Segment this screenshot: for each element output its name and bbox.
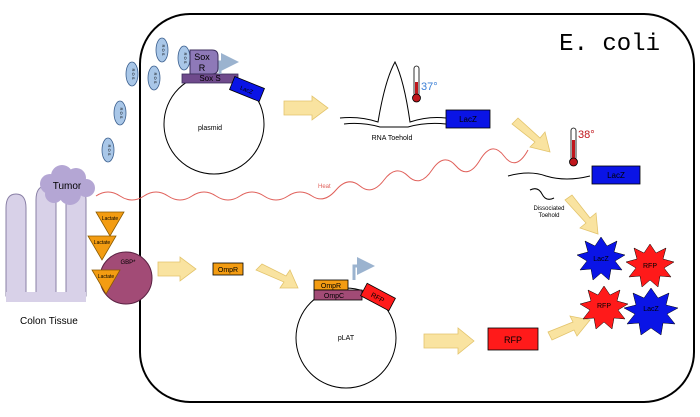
svg-text:R O S: R O S	[183, 53, 188, 64]
svg-text:R O S: R O S	[161, 45, 166, 56]
lactate-molecule-bound: Lactate	[91, 269, 121, 295]
rfp-product-label: RFP	[504, 335, 522, 345]
plat-plasmid-label: pLAT	[338, 335, 355, 342]
temp-37-label: 37°	[421, 81, 438, 93]
svg-text:Lactate: Lactate	[98, 274, 115, 280]
svg-text:RFP: RFP	[643, 263, 657, 270]
process-arrow	[157, 256, 197, 282]
svg-text:R O S: R O S	[107, 145, 112, 156]
dissociated-label-1: Dissociated	[533, 206, 564, 212]
svg-text:RFP: RFP	[597, 303, 611, 310]
ros-molecule: R O S	[113, 100, 127, 126]
ros-molecule: R O S	[155, 37, 169, 63]
lacz-toehold-label: LacZ	[459, 115, 477, 124]
soxr-label-1: Sox	[194, 52, 210, 62]
sox-promoter-arrow	[218, 53, 239, 74]
rfp-product-block	[487, 327, 539, 351]
process-arrow	[511, 117, 551, 153]
lactate-molecule: Lactate	[95, 211, 125, 237]
lacz-output-star: LacZ	[576, 236, 626, 281]
svg-text:Lactate: Lactate	[102, 216, 119, 222]
rna-toehold-label: RNA Toehold	[372, 135, 413, 142]
dissociated-label-2: Toehold	[538, 213, 559, 219]
ompr-protein	[212, 262, 244, 276]
ecoli-cell-membrane	[139, 13, 695, 403]
svg-text:R O S: R O S	[153, 73, 158, 84]
thermometer-icon	[569, 127, 578, 167]
rfp-gene-block	[360, 282, 396, 312]
process-arrow	[423, 327, 475, 355]
ecoli-title: E. coli	[559, 31, 660, 58]
ompc-label: OmpC	[324, 293, 344, 300]
ros-molecule-bound: R O S	[177, 45, 191, 71]
soxs-label: Sox S	[199, 74, 220, 83]
tumor-cloud	[40, 165, 95, 205]
dissociated-strand	[507, 172, 591, 180]
svg-text:R O S: R O S	[131, 69, 136, 80]
rfp-output-star: RFP	[625, 243, 675, 288]
villus-base	[6, 292, 86, 302]
ompr-free-label: OmpR	[218, 267, 238, 274]
svg-text:LacZ: LacZ	[593, 256, 609, 263]
heat-wave	[95, 148, 529, 201]
ros-molecule: R O S	[101, 137, 115, 163]
ros-molecule: R O S	[147, 65, 161, 91]
lacz-output-star: LacZ	[623, 287, 679, 336]
lacz-dissociated-label: LacZ	[607, 171, 625, 180]
process-arrow	[255, 263, 299, 289]
lacz-gene-label: LacZ	[239, 86, 254, 97]
process-arrow	[564, 194, 599, 235]
lacz-dissociated-block	[591, 165, 641, 185]
colon-tissue	[5, 185, 87, 302]
heat-label: Heat	[318, 184, 331, 190]
ros-molecule: R O S	[125, 61, 139, 87]
lacz-gene-block	[229, 75, 265, 103]
villus	[5, 193, 27, 297]
soxr-label-2: R	[199, 63, 206, 73]
lactate-molecule: Lactate	[87, 235, 117, 261]
rna-toehold-strand-2	[343, 122, 447, 128]
svg-text:R O S: R O S	[119, 108, 124, 119]
temp-38-label: 38°	[578, 129, 595, 141]
ompr-bound-label: OmpR	[321, 283, 341, 290]
colon-tissue-label: Colon Tissue	[20, 316, 78, 327]
tumor-label: Tumor	[53, 181, 82, 192]
lacz-toehold-block	[445, 109, 491, 129]
dissociated-toehold-tail	[529, 188, 555, 200]
ompc-promoter-arrow	[352, 257, 375, 280]
svg-text:LacZ: LacZ	[643, 306, 659, 313]
sox-plasmid-label: plasmid	[198, 125, 222, 132]
svg-text:Lactate: Lactate	[94, 240, 111, 246]
thermometer-icon	[412, 65, 421, 103]
gbp-label: GBP*	[120, 260, 136, 266]
process-arrow	[547, 315, 591, 341]
rfp-output-star: RFP	[579, 285, 629, 330]
rna-toehold-strand	[339, 60, 447, 123]
process-arrow	[283, 95, 329, 121]
